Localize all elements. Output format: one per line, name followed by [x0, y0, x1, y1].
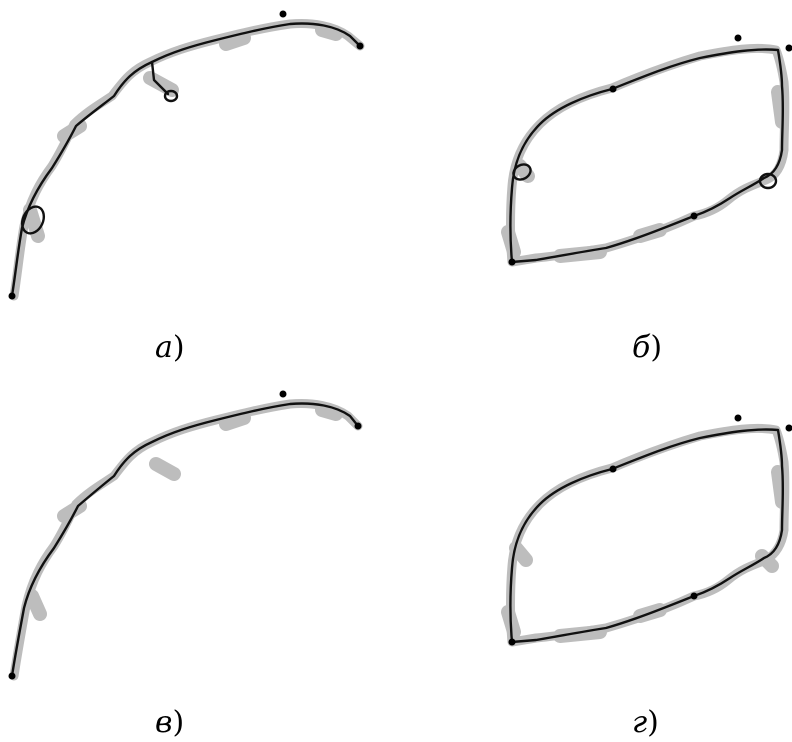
panel-a-drawing — [8, 10, 365, 301]
panel-v-region — [9, 399, 363, 681]
caption-a-paren: ) — [172, 330, 185, 365]
caption-g: г) — [632, 708, 659, 738]
panel-g-node — [785, 424, 792, 432]
panel-b-drawing — [501, 34, 792, 267]
caption-v-paren: ) — [172, 705, 185, 740]
panel-v-skeleton — [10, 402, 360, 678]
panel-a-region-patch — [23, 23, 343, 243]
caption-b-letter: б — [632, 330, 651, 365]
panel-g-drawing — [501, 414, 792, 647]
panel-b-node — [609, 85, 617, 93]
panel-g-skeleton — [509, 428, 785, 644]
caption-a-letter: а — [155, 330, 173, 365]
panel-a-region — [9, 19, 365, 301]
panel-a-skeleton — [10, 22, 362, 298]
panel-g-node — [609, 465, 617, 473]
panel-b-node — [690, 212, 698, 220]
panel-g-node — [690, 592, 698, 600]
panel-a-node — [356, 42, 364, 50]
panel-v-node — [279, 390, 287, 398]
panel-a-node — [279, 10, 287, 18]
panel-a-loop-large — [20, 205, 46, 235]
caption-v: в) — [155, 708, 184, 738]
caption-b-paren: ) — [650, 330, 663, 365]
panel-a-node — [8, 292, 16, 300]
panel-b-skeleton — [509, 48, 785, 264]
caption-g-letter: г — [632, 705, 648, 740]
caption-b: б) — [632, 333, 662, 363]
panel-g-node — [508, 638, 516, 646]
panel-v-node — [354, 422, 362, 430]
panel-g-node — [734, 414, 742, 422]
panel-a-loop-small — [163, 89, 179, 103]
panel-v-region-patch — [25, 403, 343, 621]
panel-b-node — [734, 34, 742, 42]
panel-v-node — [8, 672, 16, 680]
panel-b-loop-right — [758, 172, 778, 190]
caption-v-letter: в — [155, 705, 173, 740]
panel-b-node — [508, 258, 516, 266]
panel-v-drawing — [8, 390, 363, 681]
caption-g-paren: ) — [647, 705, 659, 740]
caption-a: а) — [155, 333, 185, 363]
panel-b-loop-left — [512, 163, 532, 181]
panel-b-node — [785, 44, 792, 52]
